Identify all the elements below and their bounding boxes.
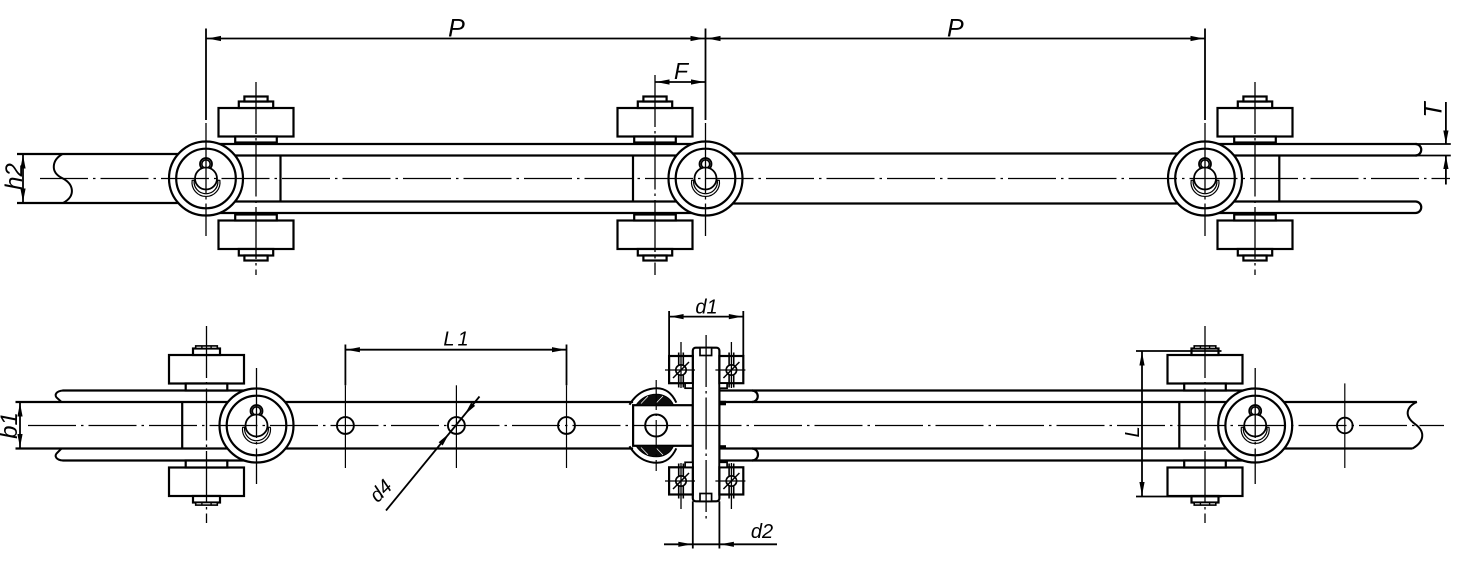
svg-text:h2: h2: [1, 163, 28, 190]
svg-text:P: P: [448, 15, 465, 43]
svg-text:T: T: [1420, 101, 1448, 118]
svg-text:b1: b1: [0, 412, 23, 439]
svg-text:L1: L1: [443, 329, 471, 351]
svg-text:P: P: [947, 15, 964, 43]
svg-text:d2: d2: [751, 521, 773, 543]
svg-text:d1: d1: [695, 297, 717, 319]
svg-text:F: F: [674, 58, 690, 84]
svg-text:L: L: [1122, 426, 1144, 437]
